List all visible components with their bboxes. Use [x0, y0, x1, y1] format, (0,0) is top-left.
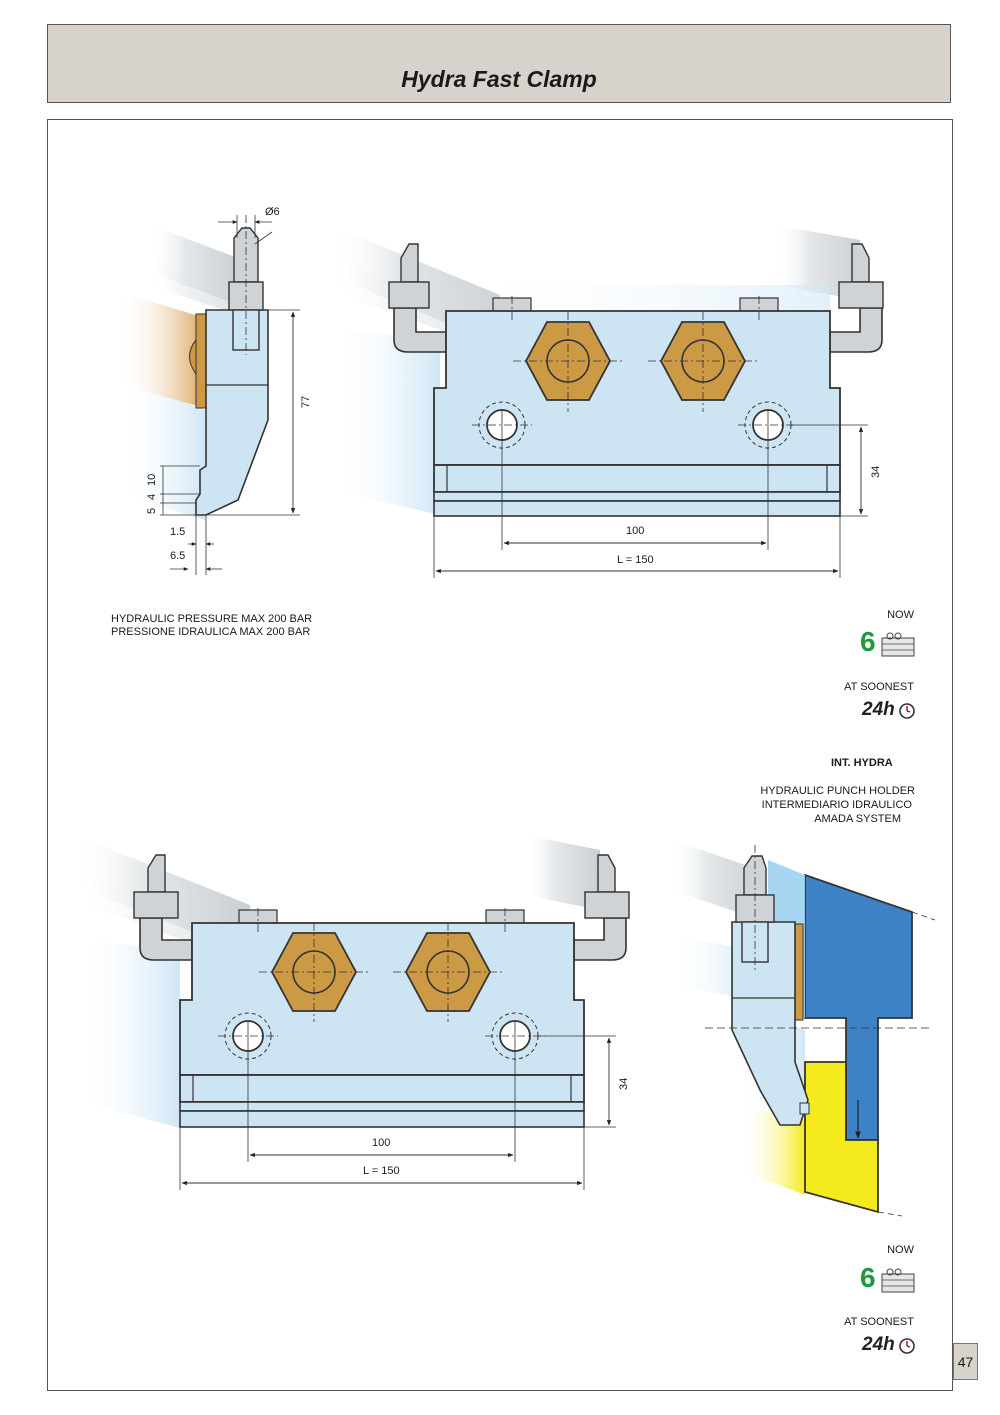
top-side-view — [120, 215, 300, 575]
dim-100-label-bottom: 100 — [372, 1137, 391, 1149]
dim-1-5-label: 1.5 — [170, 526, 186, 538]
now-label-bottom: NOW — [887, 1244, 914, 1256]
hours-label: 24h — [862, 699, 895, 720]
at-soonest-label: AT SOONEST — [844, 681, 914, 693]
now-label: NOW — [887, 609, 914, 621]
dim-length-label: L = 150 — [617, 554, 654, 566]
top-front-view — [330, 225, 884, 578]
int-hydra-side-view — [672, 840, 936, 1217]
pressure-note-en: HYDRAULIC PRESSURE MAX 200 BAR — [111, 613, 313, 625]
diameter-label: Ø6 — [265, 206, 280, 218]
dim-5-label: 5 — [146, 507, 158, 514]
dim-34-label: 34 — [870, 465, 882, 478]
six-number-bottom: 6 — [860, 1262, 876, 1293]
dim-10-label: 10 — [146, 473, 158, 486]
dim-77-label: 77 — [300, 395, 312, 408]
int-hydra-line3: AMADA SYSTEM — [814, 813, 901, 825]
hours-label-bottom: 24h — [862, 1334, 895, 1355]
six-number: 6 — [860, 626, 876, 657]
page-number: 47 — [953, 1343, 978, 1380]
int-hydra-title: INT. HYDRA — [831, 757, 893, 769]
bottom-front-view — [75, 835, 630, 1190]
int-hydra-line1: HYDRAULIC PUNCH HOLDER — [760, 785, 915, 797]
page-title: Hydra Fast Clamp — [401, 66, 597, 92]
header-bar: Hydra Fast Clamp — [47, 24, 951, 103]
dim-34-label-bottom: 34 — [618, 1077, 630, 1090]
calendar-icon — [881, 632, 915, 657]
dim-6-5-label: 6.5 — [170, 550, 186, 562]
clock-icon — [899, 703, 915, 719]
twenty-four-hours-badge-bottom: 24h — [862, 1334, 915, 1356]
pressure-note-it: PRESSIONE IDRAULICA MAX 200 BAR — [111, 626, 311, 638]
dim-100-label: 100 — [626, 525, 645, 537]
dim-length-label-bottom: L = 150 — [363, 1165, 400, 1177]
clock-icon — [899, 1338, 915, 1354]
content-frame — [47, 119, 953, 1391]
dim-4-label: 4 — [146, 493, 158, 500]
int-hydra-line2: INTERMEDIARIO IDRAULICO — [761, 799, 912, 811]
at-soonest-label-bottom: AT SOONEST — [844, 1316, 914, 1328]
calendar-icon — [881, 1268, 915, 1293]
twenty-four-hours-badge: 24h — [862, 699, 915, 721]
